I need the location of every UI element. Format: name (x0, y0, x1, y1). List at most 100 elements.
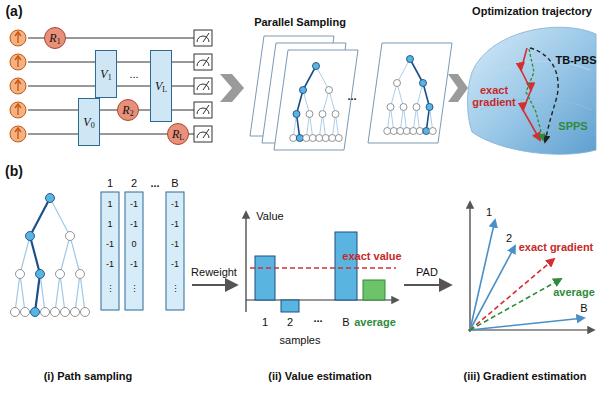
tree-node (332, 111, 339, 118)
qubit-init (10, 30, 26, 142)
gate-symbol: V (83, 115, 90, 130)
stroke (60, 274, 65, 312)
stroke (20, 274, 25, 312)
stroke (303, 66, 316, 90)
tree-node (429, 128, 436, 135)
annotation: ... (150, 177, 159, 189)
annotation: 1 (107, 220, 112, 230)
stroke (20, 236, 30, 274)
mini-tree (290, 63, 343, 142)
tree-node (410, 128, 417, 135)
exact-path (521, 48, 540, 140)
stroke (60, 236, 70, 274)
tb-pbs-path (530, 48, 558, 142)
mini-tree (384, 56, 437, 135)
tree-node (26, 232, 35, 241)
annotation: -1 (171, 200, 179, 210)
tree-node (303, 135, 310, 142)
stroke (30, 198, 50, 236)
tree-node (420, 80, 427, 87)
stroke (410, 59, 423, 83)
stroke (203, 33, 209, 42)
annotation: B (171, 177, 178, 189)
tree-node (306, 111, 313, 118)
tree-node (31, 308, 40, 317)
tree-node (390, 128, 397, 135)
annotation: TB-PBS (556, 54, 597, 66)
stroke (50, 198, 70, 236)
meter-box (194, 30, 212, 46)
annotation: SPPS (558, 120, 587, 132)
stroke (75, 274, 80, 312)
sample-card (368, 43, 452, 143)
tree-node (397, 128, 404, 135)
rotation-gate: R1 (44, 27, 66, 49)
chevron-arrow (220, 74, 244, 102)
tree-node (313, 63, 320, 70)
tree-node (11, 308, 20, 317)
unitary-gate: V1 (95, 50, 117, 98)
annotation: -1 (171, 260, 179, 270)
tree-node (46, 194, 55, 203)
annotation: -1 (130, 260, 138, 270)
tree-node (16, 270, 25, 279)
tree-node (309, 135, 316, 142)
rotation-gate: RL (167, 123, 189, 145)
tree-node (423, 128, 430, 135)
stroke (17, 33, 18, 43)
tree-node (300, 87, 307, 94)
gate-index: L (162, 85, 167, 94)
tree-node (76, 270, 85, 279)
measurement-meter (194, 30, 212, 142)
annotation: Optimization trajectory (472, 5, 592, 17)
subpanel-caption: (iii) Gradient estimation (464, 370, 587, 382)
stroke (55, 274, 60, 312)
stroke (15, 104, 21, 108)
tree-node (61, 308, 70, 317)
tree-node (384, 128, 391, 135)
annotation: ⋮ (106, 285, 115, 295)
stroke (316, 66, 329, 90)
stroke (203, 129, 209, 138)
tree-node (413, 104, 420, 111)
annotation: B (580, 302, 587, 314)
annotation: Value (256, 210, 283, 222)
tree-node (326, 87, 333, 94)
annotation: ... (347, 90, 356, 102)
stroke (203, 57, 209, 66)
tree-node (394, 80, 401, 87)
annotation: -1 (171, 220, 179, 230)
stroke (40, 274, 45, 312)
annotation: exact gradient (472, 84, 516, 108)
stroke (17, 105, 18, 115)
qubit-state (10, 126, 26, 142)
stroke (17, 81, 18, 91)
gate-index: 0 (91, 121, 95, 130)
qubit-state (10, 78, 26, 94)
tree-node (329, 135, 336, 142)
gate-index: L (179, 133, 184, 142)
rotation-gate: R2 (117, 99, 139, 121)
annotation: exact value (342, 250, 401, 262)
tree-node (316, 135, 323, 142)
loss-surface (468, 27, 597, 154)
tree-node (387, 104, 394, 111)
annotation: ⋮ (130, 285, 139, 295)
average-bar (363, 280, 385, 300)
stroke (203, 81, 209, 90)
stroke (80, 274, 85, 312)
annotation: Parallel Sampling (254, 16, 346, 28)
panel-label: (b) (5, 164, 23, 179)
stroke (70, 236, 80, 274)
annotation: -1 (171, 240, 179, 250)
unitary-gate: V0 (78, 98, 100, 146)
annotation: -1 (130, 200, 138, 210)
tree-node (296, 135, 303, 142)
panel-label: (a) (5, 4, 22, 19)
tree-node (81, 308, 90, 317)
annotation: 1 (107, 177, 113, 189)
qubit-state (10, 102, 26, 118)
annotation: 2 (131, 177, 137, 189)
qubit-state (10, 54, 26, 70)
annotation: B (342, 316, 349, 328)
